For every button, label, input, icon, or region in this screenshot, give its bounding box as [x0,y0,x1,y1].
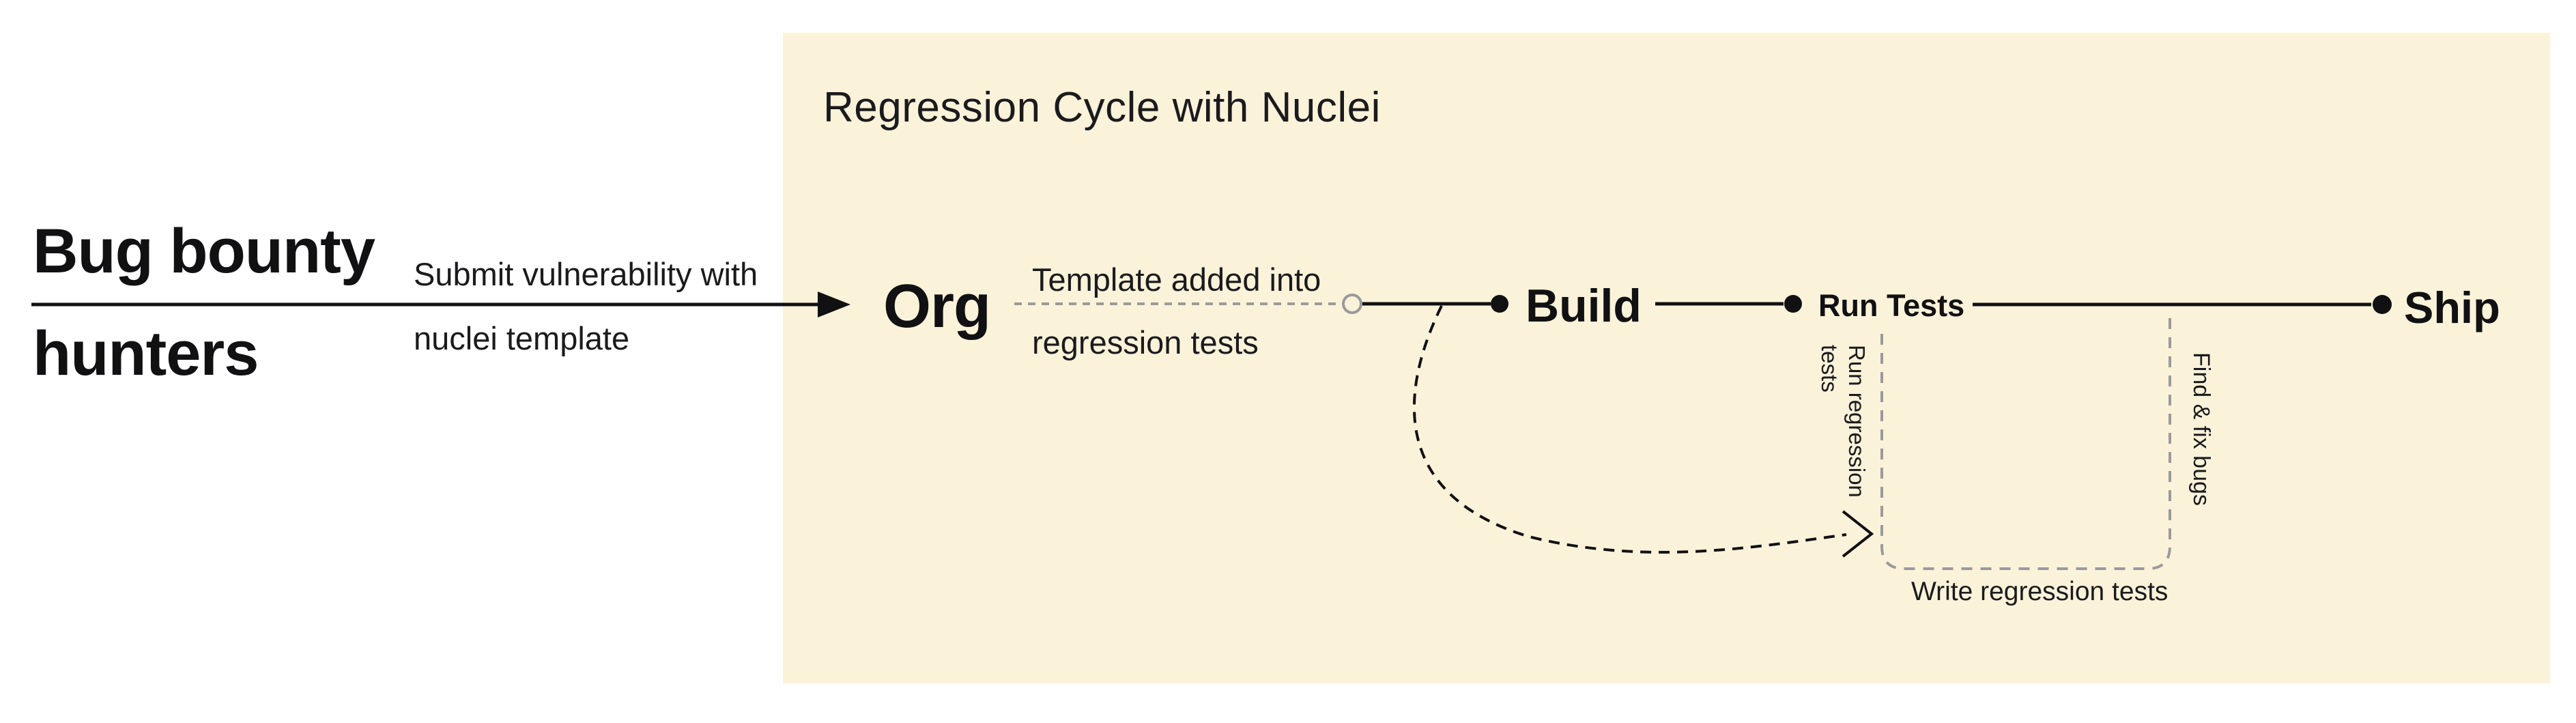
actor-bug-bounty-line1: Bug bounty [33,216,375,286]
ship-dot-icon [2373,295,2392,314]
template-edge-label-line2: regression tests [1032,324,1259,360]
loop-bracket [1880,313,2171,570]
node-build: Build [1526,280,1642,332]
merge-open-circle-icon [1342,294,1362,314]
loop-label-run-regression-tests: Run regression tests [1817,345,1870,498]
write-tests-curve [1412,305,1847,554]
submit-arrowhead-icon [818,292,850,317]
submit-edge-label-line1: Submit vulnerability with [414,256,758,292]
build-dot-icon [1491,295,1508,313]
write-tests-arrowhead-icon [1842,510,1874,558]
regression-cycle-panel [783,33,2550,683]
loop-label-write-regression-tests: Write regression tests [1911,577,2169,606]
node-org: Org [883,272,991,341]
node-ship: Ship [2404,283,2500,332]
submit-edge-label-line2: nuclei template [414,320,630,356]
page-title: Regression Cycle with Nuclei [823,84,1381,131]
loop-label-find-fix-bugs: Find & fix bugs [2188,352,2214,506]
actor-bug-bounty-line2: hunters [33,319,259,388]
run-tests-dot-icon [1784,295,1802,313]
template-edge-label-line1: Template added into [1032,261,1321,298]
node-run-tests: Run Tests [1818,288,1965,323]
